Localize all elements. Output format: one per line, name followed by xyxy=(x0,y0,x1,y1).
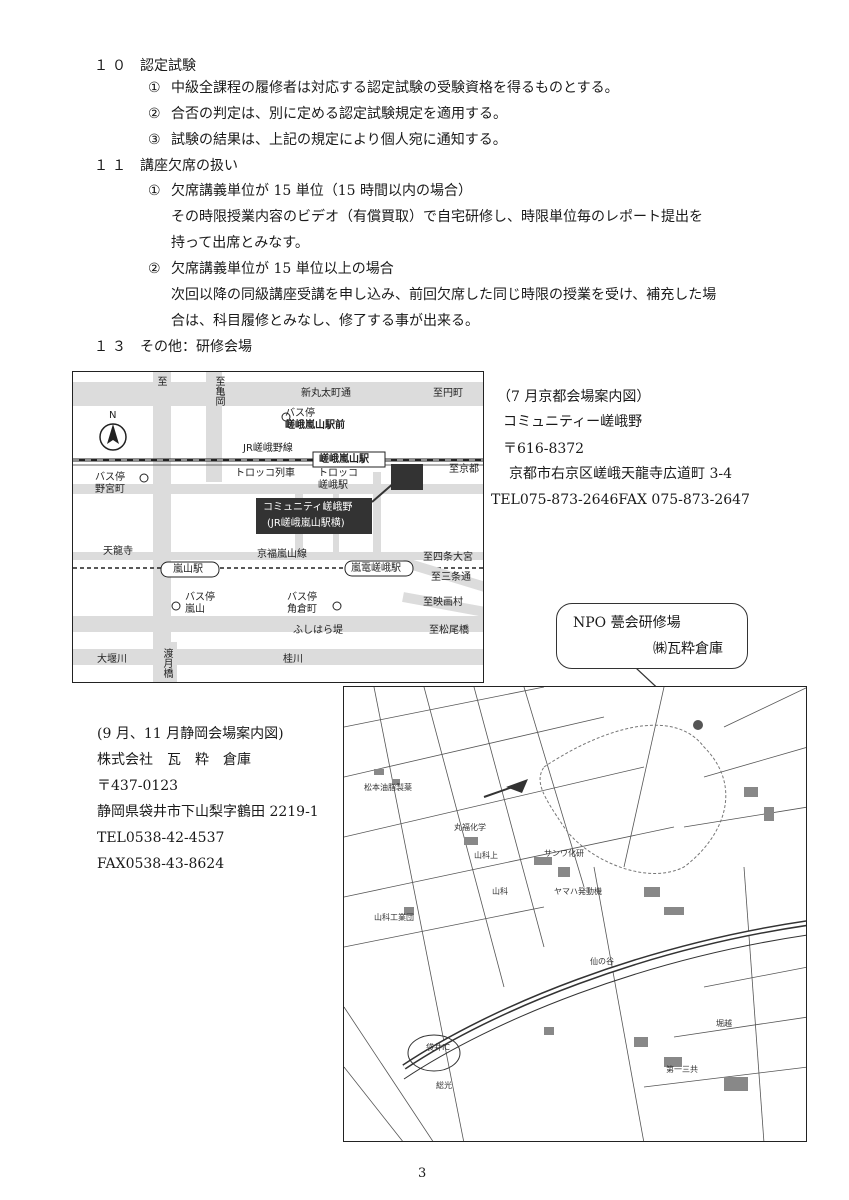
kyoto-address: 京都市右京区嵯峨天龍寺広道町 3-4 xyxy=(509,466,732,482)
kyoto-tel-fax: TEL075-873-2646FAX 075-873-2647 xyxy=(491,492,750,508)
section-11-item-1-line-2: その時限授業内容のビデオ（有償買取）で自宅研修し、時限単位毎のレポート提出を xyxy=(171,209,703,225)
kyoto-map-roads xyxy=(73,372,483,682)
kyoto-venue-map: 新丸太町通 至円町 至亀岡 至京都 至 バス停 嵯峨嵐山駅前 JR嵯峨野線 嵯峨… xyxy=(72,371,484,683)
label-torokko-train: トロッコ列車 xyxy=(235,468,295,479)
label-tenryuji: 天龍寺 xyxy=(103,546,133,557)
label-bus-stop-kadokura: バス停 xyxy=(287,592,317,603)
label-soko: 総光 xyxy=(436,1081,452,1090)
label-fushihara: ふしはら堤 xyxy=(293,625,343,636)
label-arashiyama-station: 嵐山駅 xyxy=(173,564,203,575)
label-torokko-station-2: 嵯峨駅 xyxy=(318,480,348,491)
section-11-item-2-line-2: 次回以降の同級講座受講を申し込み、前回欠席した同じ時限の授業を受け、補充した場 xyxy=(171,287,717,303)
label-to-enmachi: 至円町 xyxy=(433,388,463,399)
section-13-number: １３ xyxy=(94,339,130,355)
page-number: 3 xyxy=(418,1166,427,1181)
label-yamaha: ヤマハ発動機 xyxy=(554,887,602,896)
callout-line-1: NPO 甍会研修場 xyxy=(573,615,681,631)
shizuoka-address: 静岡県袋井市下山梨字鶴田 2219-1 xyxy=(97,804,319,820)
label-nonomiya-cho: 野宮町 xyxy=(95,484,125,495)
label-yamashina-kogyo: 山科工業団 xyxy=(374,913,414,922)
label-saga-arashiyama-ekimae: 嵯峨嵐山駅前 xyxy=(285,420,345,431)
label-community-sagano: コミュニティ嵯峨野 xyxy=(263,502,353,513)
label-to-kameoka: 至亀岡 xyxy=(213,376,224,406)
section-10-item-1-marker: ① xyxy=(148,80,161,96)
label-oicegawa: 大堰川 xyxy=(97,654,127,665)
shizuoka-fax: FAX0538-43-8624 xyxy=(97,856,225,872)
label-saga-arashiyama-station: 嵯峨嵐山駅 xyxy=(319,454,369,465)
section-11-title: 講座欠席の扱い xyxy=(140,158,238,174)
shizuoka-company: 株式会社 瓦 粋 倉庫 xyxy=(97,752,251,768)
section-11-item-2-marker: ② xyxy=(148,261,161,277)
label-shin-marutamachi: 新丸太町通 xyxy=(301,388,351,399)
section-11-item-2: 欠席講義単位が 15 単位以上の場合 xyxy=(171,261,394,277)
shizuoka-tel: TEL0538-42-4537 xyxy=(97,830,225,846)
label-marufuku: 丸福化学 xyxy=(454,823,486,832)
label-randen-saga-station: 嵐電嵯峨駅 xyxy=(351,563,401,574)
shizuoka-venue-callout: NPO 甍会研修場 ㈱瓦粋倉庫 xyxy=(556,603,748,669)
section-10-item-3: 試験の結果は、上記の規定により個人宛に通知する。 xyxy=(171,132,507,148)
section-11-item-1: 欠席講義単位が 15 単位（15 時間以内の場合） xyxy=(171,183,472,199)
section-10-item-3-marker: ③ xyxy=(148,132,161,148)
label-jr-line: JR嵯峨野線 xyxy=(243,443,293,454)
label-to-uzumasa: 至映画村 xyxy=(423,597,463,608)
label-horikoshi: 堀越 xyxy=(716,1019,732,1028)
section-10-number: １０ xyxy=(94,58,130,74)
section-10-item-2: 合否の判定は、別に定める認定試験規定を適用する。 xyxy=(171,106,507,122)
label-to-nijo: 至 xyxy=(155,376,166,386)
section-11-item-1-marker: ① xyxy=(148,183,161,199)
label-keifuku-line: 京福嵐山線 xyxy=(257,549,307,560)
section-13-title: その他：研修会場 xyxy=(140,339,252,355)
kyoto-postal-code: 〒616-8372 xyxy=(503,441,585,457)
label-sanwa: サンワ化研 xyxy=(544,849,584,858)
callout-line-2: ㈱瓦粋倉庫 xyxy=(653,641,723,657)
label-yamashina: 山科 xyxy=(492,887,508,896)
shizuoka-map-roads xyxy=(344,687,806,1141)
label-yamakawa: 山科上 xyxy=(474,851,498,860)
label-to-shijo-omiya: 至四条大宮 xyxy=(423,552,473,563)
section-11-number: １１ xyxy=(94,158,130,174)
kyoto-venue-name: コミュニティー嵯峨野 xyxy=(503,414,643,430)
label-torokko-station-1: トロッコ xyxy=(318,468,358,479)
label-fukuroi-ic: 袋井IC xyxy=(426,1043,450,1052)
label-bus-stop-saga-arashiyama: バス停 xyxy=(285,408,315,419)
shizuoka-postal-code: 〒437-0123 xyxy=(97,778,179,794)
north-arrow-label: N xyxy=(109,410,117,421)
label-to-matsuo: 至松尾橋 xyxy=(429,625,469,636)
label-to-kyoto: 至京都 xyxy=(449,464,479,475)
label-bus-stop-arashiyama: バス停 xyxy=(185,592,215,603)
section-11-item-1-line-3: 持って出席とみなす。 xyxy=(171,235,309,251)
label-bus-stop-nonomiya: バス停 xyxy=(95,472,125,483)
label-senno: 仙の谷 xyxy=(590,957,614,966)
label-kadokura-cho: 角倉町 xyxy=(287,604,317,615)
label-daiichi: 第一三共 xyxy=(666,1065,698,1074)
section-10-item-1: 中級全課程の履修者は対応する認定試験の受験資格を得るものとする。 xyxy=(171,80,619,96)
shizuoka-map-heading: (9 月、11 月静岡会場案内図) xyxy=(97,726,284,742)
label-katsuragawa: 桂川 xyxy=(283,654,303,665)
label-to-sanjo: 至三条通 xyxy=(431,572,471,583)
label-togetsukyo: 渡月橋 xyxy=(161,648,172,678)
label-community-sub: (JR嵯峨嵐山駅横) xyxy=(267,518,345,529)
label-arashiyama: 嵐山 xyxy=(185,604,205,615)
section-10-title: 認定試験 xyxy=(140,58,196,74)
shizuoka-venue-map: 松本油脂製薬 丸福化学 サンワ化研 山科上 山科 ヤマハ発動機 山科工業団 仙の… xyxy=(343,686,807,1142)
section-10-item-2-marker: ② xyxy=(148,106,161,122)
label-matsumoto: 松本油脂製薬 xyxy=(364,783,412,792)
section-11-item-2-line-3: 合は、科目履修とみなし、修了する事が出来る。 xyxy=(171,313,479,329)
kyoto-map-heading: （7 月京都会場案内図） xyxy=(497,389,651,405)
